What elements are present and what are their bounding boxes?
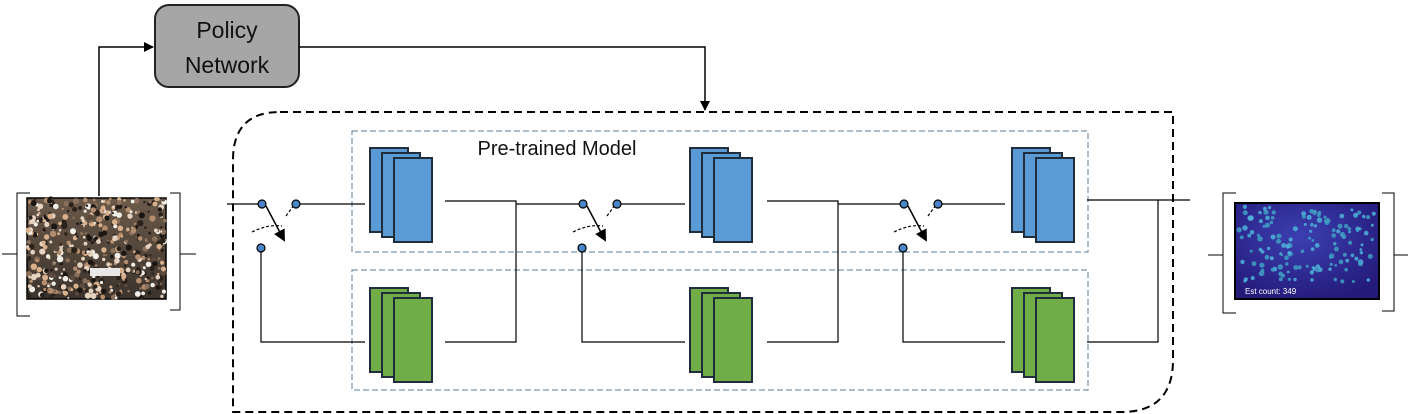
policy-network-box: [154, 4, 300, 88]
input-crowd-image: [2, 192, 196, 317]
finetuned-model-panel: [351, 269, 1089, 391]
policy-network-label-line2: Network: [185, 52, 270, 78]
pretrained-layer-block-2: [689, 147, 753, 243]
switch-icon: [572, 199, 622, 253]
pretrained-model-panel: [351, 130, 1089, 253]
output-left-bracket: [1208, 192, 1236, 314]
density-count-label: Est count: 349: [1245, 287, 1297, 296]
switch-icon: [893, 199, 943, 253]
finetuned-layer-block-3: [1011, 287, 1075, 383]
connection-lines: [227, 199, 1190, 343]
input-right-bracket: [170, 192, 196, 311]
output-right-bracket: [1382, 192, 1408, 312]
switch-icon: [251, 199, 301, 253]
finetuned-layer-block-2: [689, 287, 753, 383]
policy-to-model-arrow: [299, 46, 710, 111]
policy-network-label-line1: Policy: [196, 17, 258, 43]
model-container: [232, 111, 1174, 413]
output-density-map: Est count: 349: [1208, 192, 1408, 314]
pretrained-layer-block-3: [1011, 147, 1075, 243]
input-to-policy-arrow: [98, 42, 154, 196]
pretrained-layer-block-1: [369, 147, 433, 243]
finetuned-layer-block-1: [369, 287, 433, 383]
pretrained-model-title: Pre-trained Model: [478, 138, 637, 160]
input-left-bracket: [2, 192, 30, 317]
